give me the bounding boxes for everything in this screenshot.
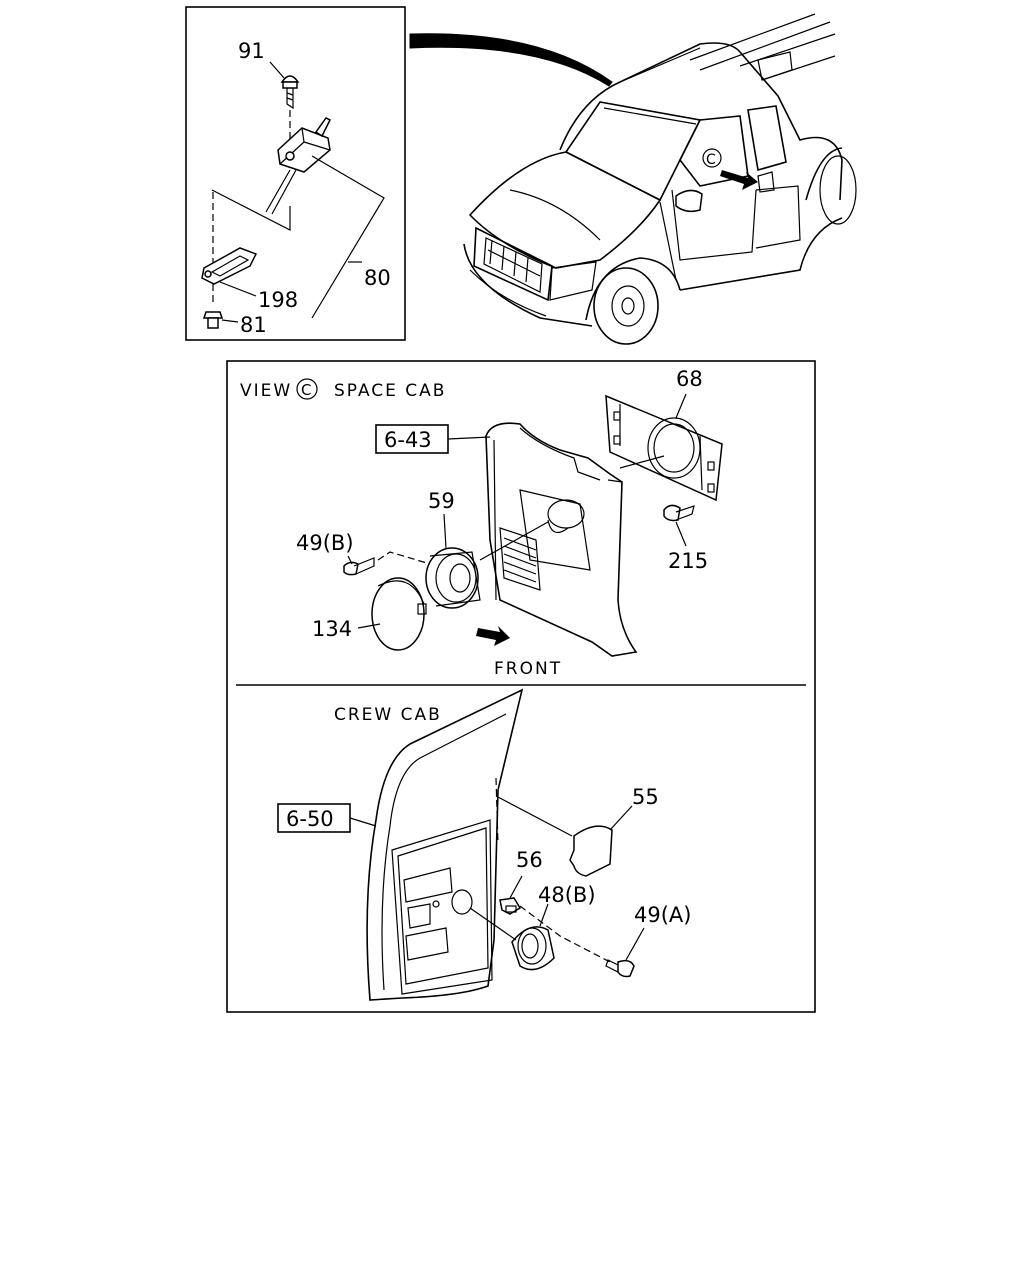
leader-80-lines bbox=[311, 155, 385, 319]
leader-6-43 bbox=[447, 436, 491, 440]
clip-198-icon bbox=[201, 247, 258, 285]
bolt-56-icon bbox=[499, 897, 522, 915]
label-81: 81 bbox=[240, 313, 267, 337]
front-arrow-icon bbox=[476, 626, 510, 646]
leader-134 bbox=[357, 623, 381, 629]
label-49a: 49(A) bbox=[634, 903, 691, 927]
label-80: 80 bbox=[364, 266, 391, 290]
cover-connect-line bbox=[495, 795, 573, 837]
view-mark-circle bbox=[296, 378, 318, 400]
label-68: 68 bbox=[676, 367, 703, 391]
speaker-59-icon bbox=[425, 547, 481, 609]
space-cab-view-mark: C bbox=[301, 381, 311, 399]
space-cab-section: VIEW C SPACE CAB 6-43 bbox=[240, 367, 723, 679]
truck-illustration: C bbox=[463, 13, 857, 345]
space-cab-title-prefix: VIEW bbox=[240, 381, 292, 401]
space-cab-title-suffix: SPACE CAB bbox=[334, 381, 446, 401]
leader-68 bbox=[675, 393, 687, 419]
door-panel-icon bbox=[366, 688, 524, 1001]
bracket-icon bbox=[265, 117, 332, 215]
crew-cab-title: CREW CAB bbox=[334, 705, 442, 725]
leader-49a bbox=[625, 927, 645, 961]
screw-49a-icon bbox=[605, 959, 635, 978]
bracket-outline bbox=[211, 189, 291, 231]
inset-detail: 91 80 198 81 bbox=[185, 6, 406, 341]
leader-81 bbox=[221, 319, 239, 323]
crew-cab-section: CREW CAB 6-50 bbox=[277, 688, 691, 1001]
label-59: 59 bbox=[428, 489, 455, 513]
speaker-axis-line bbox=[479, 521, 549, 561]
dash-49b bbox=[377, 551, 431, 565]
screw-49b-icon bbox=[343, 557, 375, 576]
speaker-axis-crew bbox=[469, 907, 517, 941]
dash-49a bbox=[519, 905, 611, 963]
leader-91 bbox=[269, 61, 285, 79]
label-91: 91 bbox=[238, 39, 265, 63]
main-frame bbox=[226, 360, 816, 1013]
leader-56 bbox=[509, 875, 523, 899]
label-215: 215 bbox=[668, 549, 708, 573]
leader-198 bbox=[219, 281, 257, 297]
ref-6-43-label: 6-43 bbox=[384, 428, 432, 452]
inset-frame bbox=[185, 6, 406, 341]
speaker-bracket-68-icon bbox=[605, 394, 723, 502]
view-direction-arrow bbox=[720, 170, 758, 190]
trim-panel-icon bbox=[485, 422, 638, 657]
label-55: 55 bbox=[632, 785, 659, 809]
leader-6-50 bbox=[349, 817, 377, 827]
bracket-connect-line bbox=[619, 455, 665, 469]
label-56: 56 bbox=[516, 848, 543, 872]
label-198: 198 bbox=[258, 288, 298, 312]
bolt-91-icon bbox=[280, 75, 300, 110]
ref-6-50-label: 6-50 bbox=[286, 807, 334, 831]
cover-55-icon bbox=[569, 825, 613, 877]
leader-215 bbox=[675, 521, 687, 547]
truck-view-mark: C bbox=[706, 152, 716, 168]
pointer-arrow bbox=[409, 33, 613, 87]
leader-59 bbox=[443, 513, 447, 549]
speaker-48b-icon bbox=[511, 926, 555, 971]
screw-215-icon bbox=[663, 504, 695, 522]
label-134: 134 bbox=[312, 617, 352, 641]
leader-49b bbox=[347, 555, 353, 565]
label-49b: 49(B) bbox=[296, 531, 354, 555]
door-dash-edge bbox=[495, 777, 499, 845]
cover-134-icon bbox=[371, 577, 427, 651]
bolt-81-icon bbox=[202, 311, 224, 329]
panel-edge bbox=[607, 479, 623, 483]
leader-48b bbox=[539, 903, 549, 927]
label-48b: 48(B) bbox=[538, 883, 596, 907]
leader-55 bbox=[609, 805, 633, 831]
front-label: FRONT bbox=[494, 659, 562, 679]
